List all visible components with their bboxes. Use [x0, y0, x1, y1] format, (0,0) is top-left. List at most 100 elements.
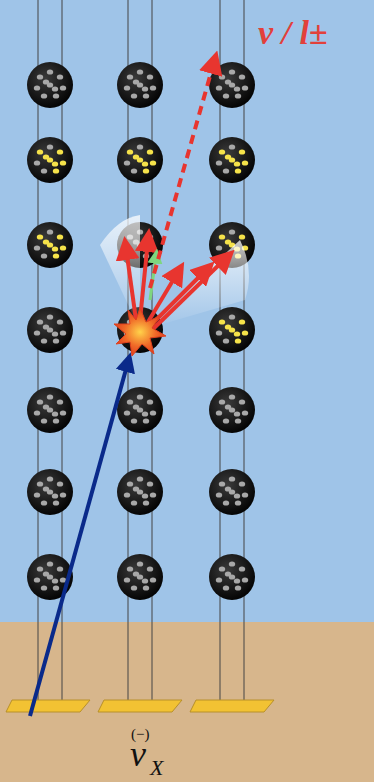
pmt-dot	[131, 168, 137, 173]
pmt-dot	[52, 86, 58, 91]
pmt-dot	[137, 476, 143, 481]
pmt-dot	[229, 314, 235, 319]
pmt-dot	[234, 578, 240, 583]
module-sphere	[209, 137, 255, 183]
module-sphere	[209, 469, 255, 515]
pmt-dot	[239, 481, 245, 486]
pmt-dot	[37, 566, 43, 571]
module-sphere	[117, 554, 163, 600]
pmt-dot	[57, 399, 63, 404]
incoming-neutrino	[30, 362, 128, 716]
module-sphere	[27, 469, 73, 515]
pmt-dot	[34, 410, 40, 415]
pmt-dot	[150, 492, 156, 497]
pmt-dot	[133, 404, 139, 409]
pmt-dot	[124, 577, 130, 582]
pmt-dot	[41, 253, 47, 258]
pmt-dot	[223, 418, 229, 423]
pmt-dot	[223, 338, 229, 343]
optical-modules	[27, 62, 255, 600]
pmt-dot	[57, 74, 63, 79]
pmt-dot	[37, 234, 43, 239]
pmt-dot	[239, 319, 245, 324]
pmt-dot	[242, 492, 248, 497]
pmt-dot	[124, 160, 130, 165]
pmt-dot	[57, 566, 63, 571]
module-sphere	[117, 469, 163, 515]
string-wire	[244, 0, 245, 705]
pmt-dot	[131, 500, 137, 505]
pmt-dot	[124, 492, 130, 497]
outgoing-lepton	[150, 62, 214, 288]
pmt-dot	[235, 338, 241, 343]
pmt-dot	[43, 79, 49, 84]
pmt-dot	[219, 74, 225, 79]
pmt-dot	[47, 144, 53, 149]
pmt-dot	[216, 85, 222, 90]
pmt-dot	[124, 410, 130, 415]
module-sphere	[209, 62, 255, 108]
pmt-dot	[147, 74, 153, 79]
pmt-dot	[43, 154, 49, 159]
optical-module	[209, 137, 255, 183]
pmt-dot	[53, 338, 59, 343]
optical-module	[209, 387, 255, 433]
pmt-dot	[223, 93, 229, 98]
pmt-dot	[235, 93, 241, 98]
pmt-dot	[43, 239, 49, 244]
pmt-dot	[242, 85, 248, 90]
pmt-dot	[131, 93, 137, 98]
pmt-dot	[242, 160, 248, 165]
pmt-dot	[41, 168, 47, 173]
pmt-dot	[52, 411, 58, 416]
pmt-dot	[57, 234, 63, 239]
pmt-dot	[150, 577, 156, 582]
pmt-dot	[57, 319, 63, 324]
pmt-dot	[53, 585, 59, 590]
pmt-dot	[235, 168, 241, 173]
pmt-dot	[150, 410, 156, 415]
pmt-dot	[239, 234, 245, 239]
pmt-dot	[127, 74, 133, 79]
pmt-dot	[41, 418, 47, 423]
pmt-dot	[143, 418, 149, 423]
neutrino-symbol: X	[150, 755, 163, 781]
string-wire	[128, 0, 129, 705]
pmt-dot	[133, 79, 139, 84]
pmt-dot	[234, 493, 240, 498]
pmt-dot	[242, 577, 248, 582]
module-sphere	[27, 554, 73, 600]
optical-module	[27, 62, 73, 108]
module-sphere	[209, 554, 255, 600]
pmt-dot	[229, 394, 235, 399]
optical-module	[209, 554, 255, 600]
pmt-dot	[57, 149, 63, 154]
module-sphere	[209, 307, 255, 353]
pmt-dot	[60, 330, 66, 335]
pmt-dot	[53, 253, 59, 258]
base-plates	[6, 700, 274, 712]
pmt-dot	[147, 149, 153, 154]
string-wire	[220, 0, 221, 705]
pmt-dot	[219, 566, 225, 571]
pmt-dot	[216, 492, 222, 497]
pmt-dot	[137, 394, 143, 399]
pmt-dot	[127, 399, 133, 404]
optical-module	[27, 222, 73, 268]
pmt-dot	[234, 161, 240, 166]
optical-module	[27, 554, 73, 600]
particle-label: ν / l±	[258, 14, 328, 52]
pmt-dot	[137, 561, 143, 566]
pmt-dot	[124, 85, 130, 90]
optical-module	[27, 387, 73, 433]
optical-module	[117, 137, 163, 183]
pmt-dot	[143, 585, 149, 590]
pmt-dot	[133, 154, 139, 159]
pmt-dot	[229, 69, 235, 74]
pmt-dot	[225, 324, 231, 329]
pmt-dot	[47, 69, 53, 74]
pmt-dot	[37, 399, 43, 404]
pmt-dot	[142, 493, 148, 498]
pmt-dot	[37, 481, 43, 486]
